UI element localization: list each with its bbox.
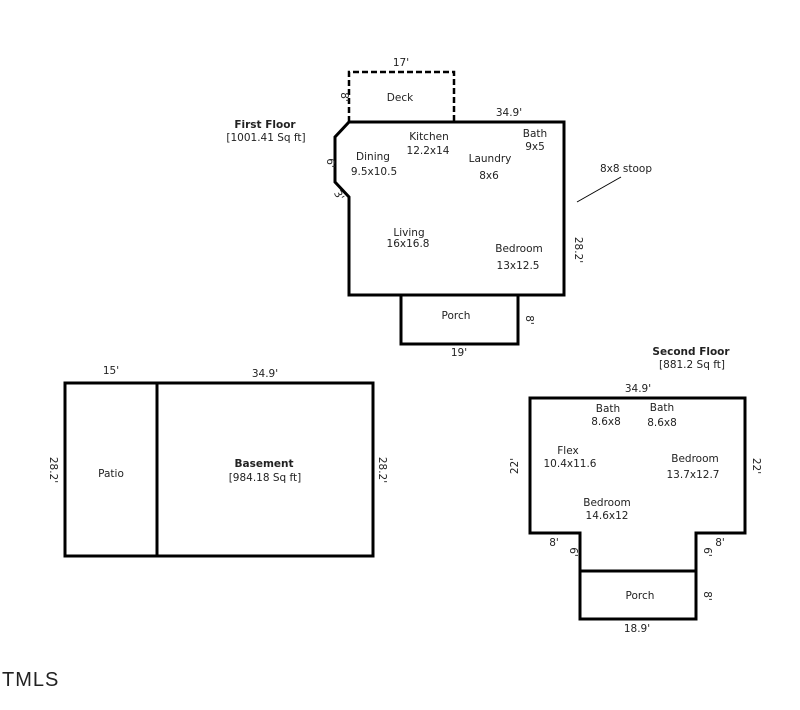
second-floor: Second Floor [881.2 Sq ft] 34.9' 22' 22'… — [509, 346, 762, 635]
room-size: 13.7x12.7 — [667, 469, 720, 481]
first-floor-porch-depth-dim: 8' — [523, 315, 535, 325]
room-bath-1: Bath 8.6x8 — [591, 403, 621, 428]
room-name: Bath — [523, 128, 547, 140]
first-floor-porch-width-dim: 19' — [451, 347, 467, 359]
room-name: Dining — [356, 151, 390, 163]
first-floor-angled-dim: 6' — [324, 158, 336, 168]
second-floor-top-dim: 34.9' — [625, 383, 651, 395]
basement: 15' 34.9' 28.2' 28.2' Patio Basement [98… — [47, 365, 388, 558]
room-size: 16x16.8 — [387, 238, 430, 250]
basement-left-dim: 28.2' — [47, 457, 59, 483]
first-floor: First Floor [1001.41 Sq ft] 17' 8' Deck … — [226, 57, 652, 359]
second-floor-right-dim: 22' — [750, 458, 762, 474]
second-floor-left-dim: 22' — [509, 458, 521, 474]
room-size: 8.6x8 — [647, 417, 677, 429]
room-name: Bedroom — [495, 243, 543, 255]
room-kitchen: Kitchen 12.2x14 — [407, 131, 450, 157]
room-bedroom: Bedroom 13x12.5 — [495, 243, 543, 272]
room-laundry: Laundry 8x6 — [469, 153, 512, 182]
basement-outline — [63, 381, 375, 558]
room-flex: Flex 10.4x11.6 — [544, 445, 597, 470]
room-bedroom-1: Bedroom 13.7x12.7 — [667, 453, 720, 481]
watermark-text: TMLS — [2, 669, 59, 691]
room-name: Bath — [650, 402, 674, 414]
deck-outline — [347, 70, 456, 122]
basement-area: [984.18 Sq ft] — [229, 472, 302, 484]
room-name: Bath — [596, 403, 620, 415]
room-name: Bedroom — [583, 497, 631, 509]
first-floor-outline — [333, 120, 566, 297]
room-size: 9x5 — [525, 141, 545, 153]
first-floor-top-dim: 34.9' — [496, 107, 522, 119]
room-name: Flex — [557, 445, 578, 457]
room-size: 13x12.5 — [497, 260, 540, 272]
deck-depth-dim: 8' — [338, 92, 350, 102]
first-floor-title: First Floor — [234, 119, 296, 131]
second-floor-porch-depth-dim: 8' — [701, 591, 713, 601]
first-floor-porch-outline — [399, 295, 520, 346]
notch-right-width-dim: 8' — [715, 537, 725, 549]
basement-title: Basement — [234, 458, 293, 470]
room-size: 10.4x11.6 — [544, 458, 597, 470]
notch-left-width-dim: 8' — [549, 537, 559, 549]
second-floor-porch-label: Porch — [626, 590, 655, 602]
first-floor-area: [1001.41 Sq ft] — [226, 132, 305, 144]
second-floor-area: [881.2 Sq ft] — [659, 359, 725, 371]
room-name: Bedroom — [671, 453, 719, 465]
room-dining: Dining 9.5x10.5 — [351, 151, 397, 178]
patio-label: Patio — [98, 468, 124, 480]
room-bedroom-2: Bedroom 14.6x12 — [583, 497, 631, 522]
second-floor-outline — [528, 396, 747, 573]
notch-left-depth-dim: 6' — [567, 547, 579, 557]
room-bath-2: Bath 8.6x8 — [647, 402, 677, 429]
room-name: Kitchen — [409, 131, 448, 143]
second-floor-porch-width-dim: 18.9' — [624, 623, 650, 635]
first-floor-porch-label: Porch — [442, 310, 471, 322]
patio-width-dim: 15' — [103, 365, 119, 377]
room-bath: Bath 9x5 — [523, 128, 547, 153]
room-living: Living 16x16.8 — [387, 227, 430, 250]
stoop-leader-line — [576, 176, 622, 203]
room-size: 8x6 — [479, 170, 499, 182]
second-floor-title: Second Floor — [652, 346, 730, 358]
second-floor-porch-outline — [578, 571, 698, 621]
notch-right-depth-dim: 6' — [701, 547, 713, 557]
room-size: 12.2x14 — [407, 145, 450, 157]
basement-top-dim: 34.9' — [252, 368, 278, 380]
basement-right-dim: 28.2' — [376, 457, 388, 483]
first-floor-right-dim: 28.2' — [572, 237, 584, 263]
deck-width-dim: 17' — [393, 57, 409, 69]
stoop-label: 8x8 stoop — [600, 163, 652, 175]
room-size: 8.6x8 — [591, 416, 621, 428]
room-size: 14.6x12 — [586, 510, 629, 522]
room-name: Living — [393, 227, 424, 239]
room-name: Laundry — [469, 153, 512, 165]
deck-label: Deck — [387, 92, 414, 104]
room-size: 9.5x10.5 — [351, 166, 397, 178]
